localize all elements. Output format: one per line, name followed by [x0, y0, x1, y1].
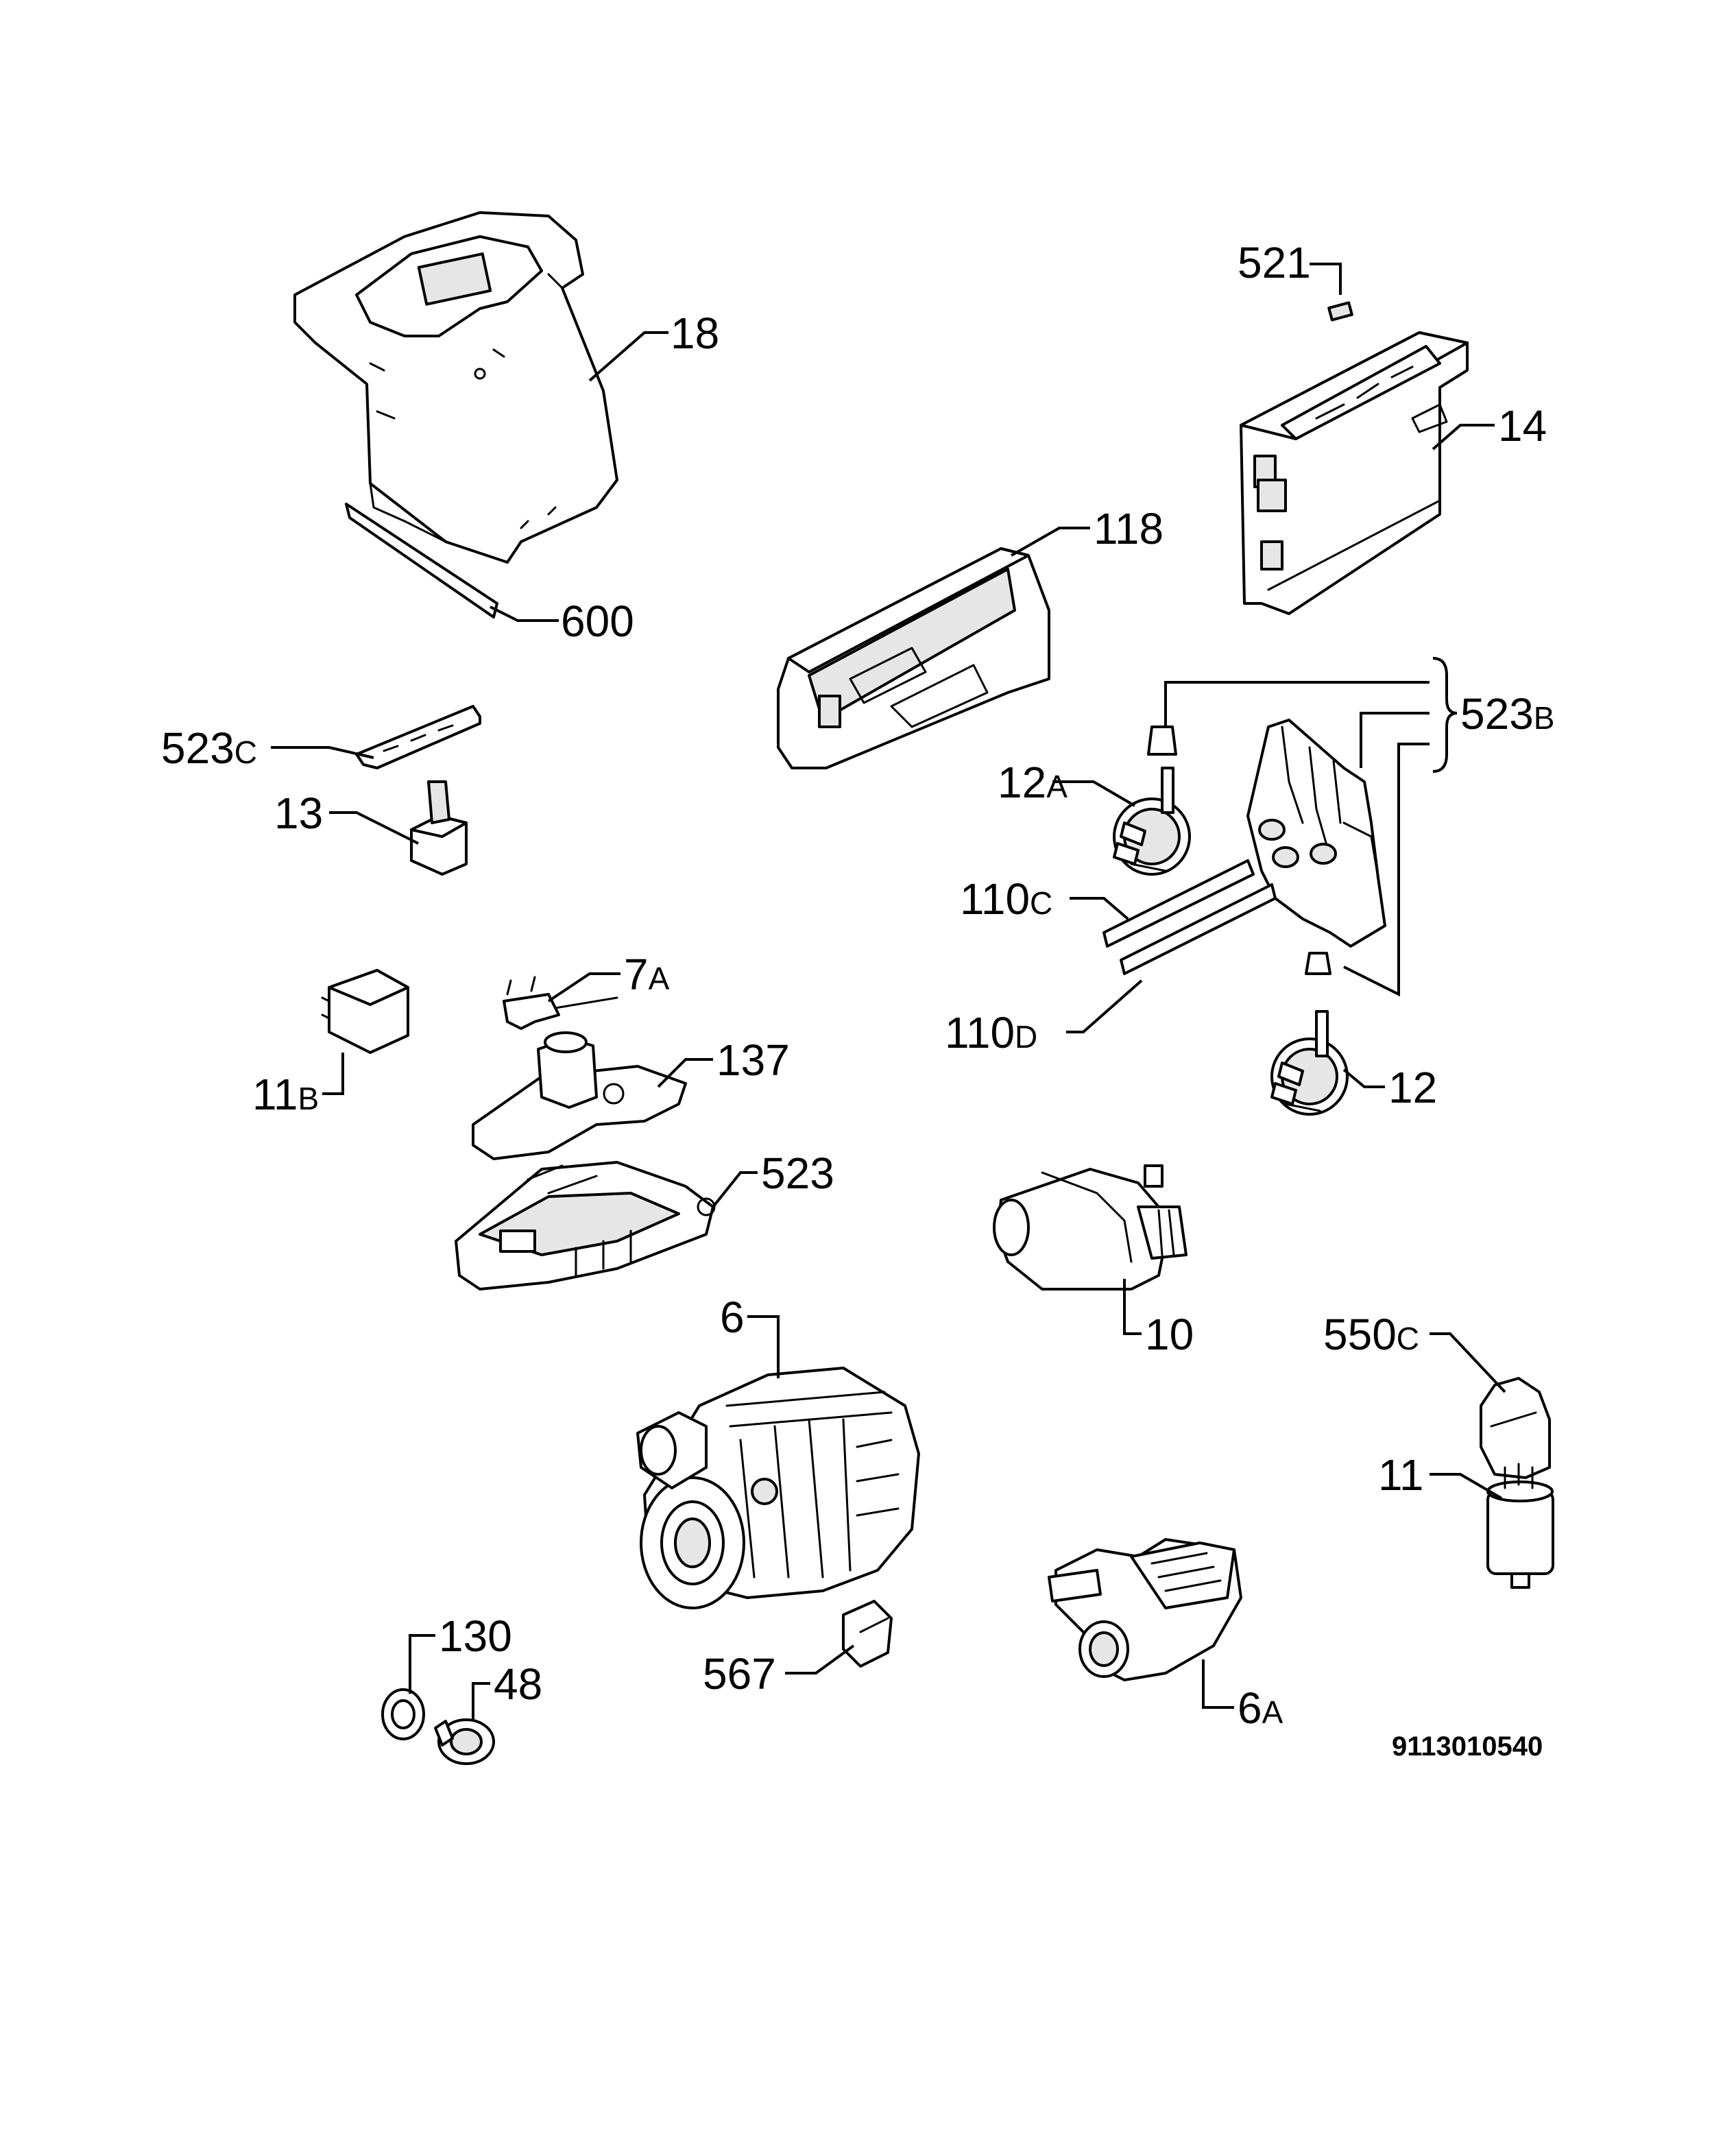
leader-567 [785, 1644, 855, 1675]
label-12a: 12A [998, 758, 1068, 807]
leader-137 [657, 1058, 713, 1088]
label-523b: 523B [1460, 689, 1554, 739]
part-600-seal-strip [345, 503, 498, 619]
label-12: 12 [1388, 1063, 1437, 1112]
label-48: 48 [494, 1659, 542, 1709]
leader-7a [547, 972, 620, 1003]
part-14-control-module [1240, 331, 1469, 615]
leader-550c [1430, 1332, 1506, 1393]
part-130-ring [381, 1688, 425, 1740]
leader-523c [271, 746, 374, 759]
brace-523b [1432, 657, 1458, 773]
leader-523b-low [1343, 743, 1430, 997]
part-6-circulation-motor [636, 1367, 920, 1609]
part-523c-bracket [355, 705, 481, 769]
leader-6a [1202, 1659, 1234, 1709]
label-7a: 7A [624, 950, 670, 999]
label-137: 137 [716, 1035, 790, 1085]
leader-6 [747, 1315, 780, 1378]
part-523-base-housing [455, 1161, 716, 1291]
part-523b-cap-lower [1305, 952, 1331, 975]
leader-600 [490, 605, 559, 622]
part-10-heater [993, 1164, 1188, 1291]
label-11: 11 [1378, 1450, 1423, 1500]
part-7a-microswitch [503, 976, 618, 1030]
part-12-pressure-switch [1270, 1010, 1349, 1116]
label-550c: 550C [1323, 1310, 1419, 1359]
leader-12a [1052, 780, 1136, 807]
label-118: 118 [1094, 504, 1164, 553]
label-567: 567 [703, 1649, 776, 1699]
label-521: 521 [1238, 238, 1311, 287]
leader-523b-top [1164, 681, 1430, 727]
part-12a-pressure-switch [1113, 767, 1191, 876]
label-6: 6 [720, 1293, 745, 1342]
part-567-clip [842, 1600, 893, 1668]
leader-12 [1342, 1068, 1385, 1088]
label-10: 10 [1145, 1310, 1194, 1359]
leader-11 [1430, 1473, 1503, 1500]
label-110c: 110C [960, 874, 1052, 924]
part-110d-hose [1120, 883, 1277, 975]
label-14: 14 [1498, 401, 1547, 451]
part-118-panel-frame [777, 547, 1050, 769]
leader-10 [1123, 1279, 1142, 1335]
leader-48 [472, 1682, 490, 1721]
label-13: 13 [274, 789, 323, 838]
leader-110c [1070, 897, 1129, 920]
label-130: 130 [439, 1611, 512, 1661]
leader-118 [1011, 527, 1090, 557]
leader-lines [271, 263, 1506, 1721]
label-600: 600 [561, 597, 634, 646]
label-523c: 523C [161, 723, 257, 773]
leader-521 [1310, 263, 1342, 295]
label-523: 523 [761, 1149, 834, 1198]
part-6a-drain-pump [1048, 1538, 1242, 1681]
label-11b: 11B [252, 1070, 319, 1119]
part-110c-hose [1102, 859, 1255, 948]
label-110d: 110D [945, 1008, 1037, 1057]
leader-523b-mid [1360, 712, 1430, 768]
part-11b-relay [321, 969, 409, 1054]
label-18: 18 [671, 309, 719, 358]
part-521-chip [1327, 301, 1353, 322]
leader-523 [712, 1171, 758, 1208]
part-550c-cap [1480, 1377, 1551, 1479]
leader-130 [409, 1634, 435, 1694]
part-523b-switch-bracket [1246, 719, 1386, 948]
diagram-code: 9113010540 [1392, 1731, 1543, 1762]
leader-110d [1066, 979, 1143, 1033]
part-labels: 18 600 521 14 118 523B 523C 13 12A 110C … [161, 238, 1554, 1733]
leader-14 [1432, 424, 1495, 451]
part-137-cover [472, 1031, 687, 1160]
part-11-capacitor [1486, 1463, 1554, 1589]
leader-11b [322, 1053, 344, 1095]
leader-18 [588, 331, 668, 382]
part-48-plug [434, 1718, 495, 1765]
part-523b-cap [1147, 725, 1177, 756]
part-18-air-duct [293, 211, 618, 564]
leader-13 [329, 811, 419, 845]
part-13-switch [410, 780, 468, 876]
label-6a: 6A [1238, 1683, 1283, 1733]
